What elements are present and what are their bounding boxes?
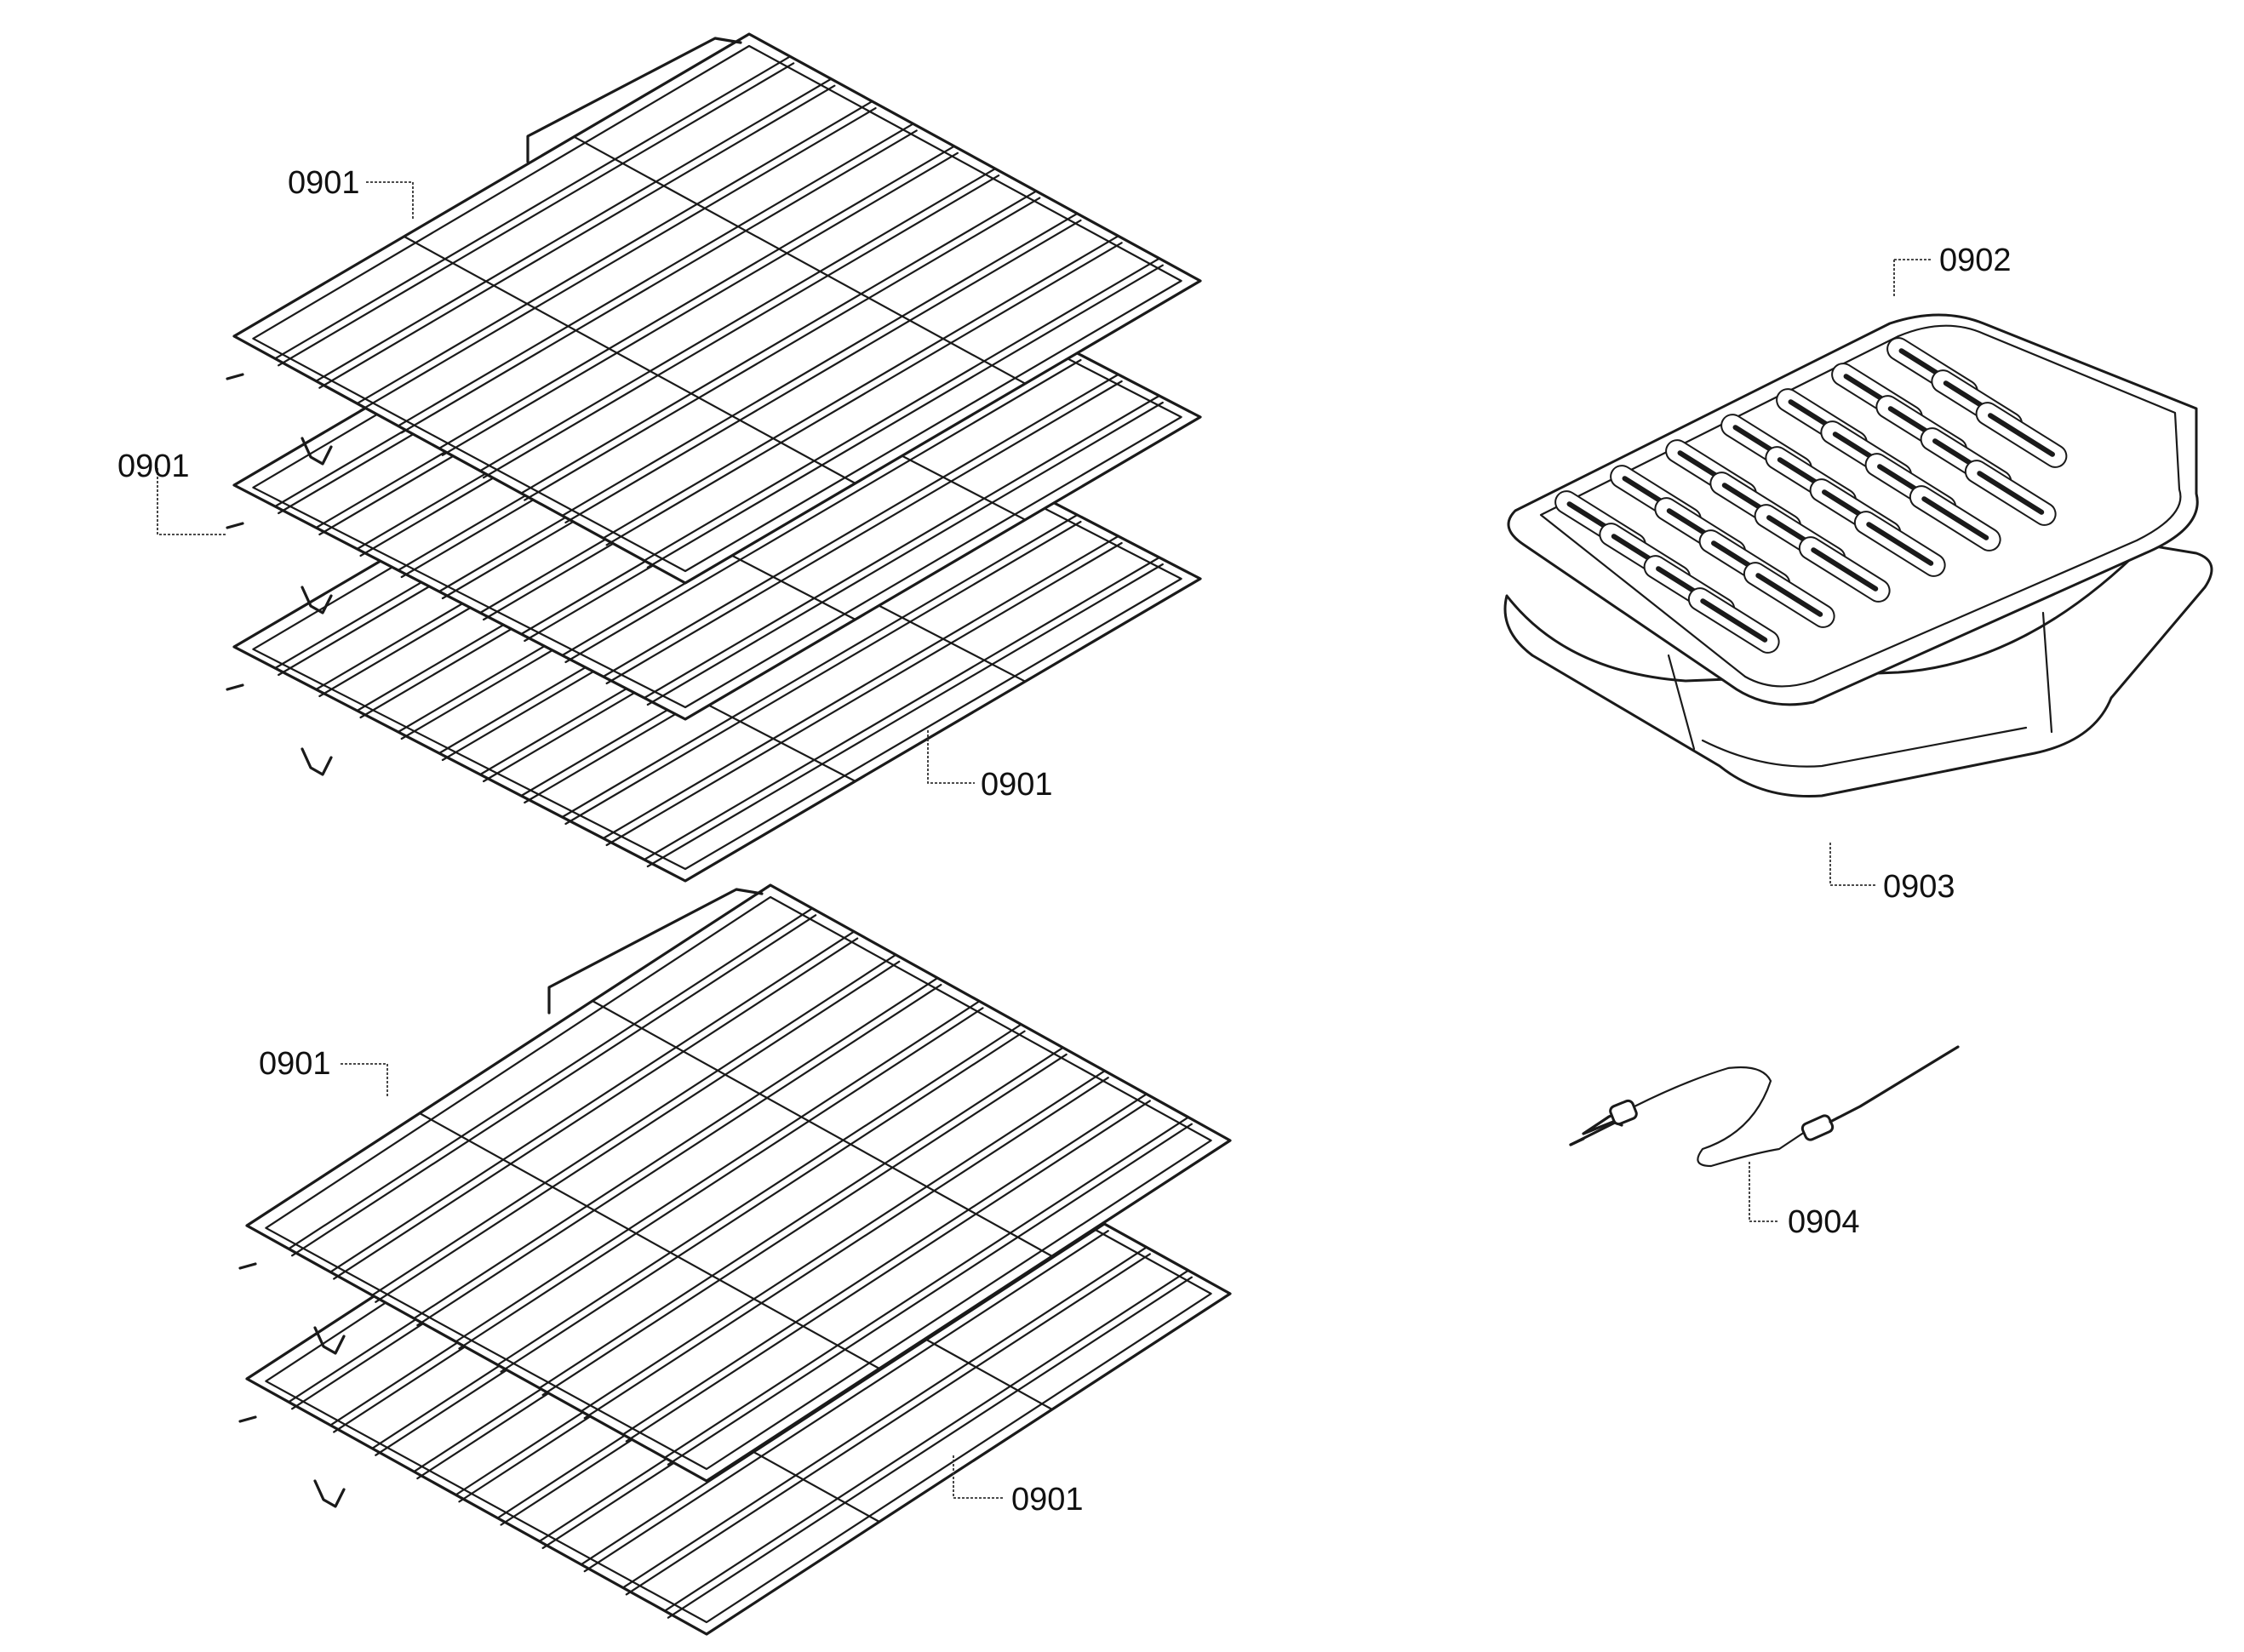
meat-probe xyxy=(1569,1045,1960,1168)
rack-bottom-2 xyxy=(238,883,1232,1483)
grid-slot xyxy=(1853,511,1946,577)
callout-0903: 0903 xyxy=(1883,869,1955,905)
callout-0904: 0904 xyxy=(1788,1204,1860,1240)
callout-0901-e: 0901 xyxy=(1011,1482,1084,1518)
callout-0901-b: 0901 xyxy=(117,449,190,484)
broiler-grid-slots xyxy=(1554,337,2068,654)
grid-slot xyxy=(1909,485,2001,552)
broiler-pan xyxy=(1503,543,2213,798)
grid-slot xyxy=(1975,402,2068,468)
callout-0901-d: 0901 xyxy=(259,1046,331,1082)
grid-slot xyxy=(1964,460,2057,526)
callout-0902: 0902 xyxy=(1939,243,2012,278)
oven-racks xyxy=(226,32,1232,1636)
broiler-pan-assembly xyxy=(1503,313,2213,798)
grid-slot xyxy=(1687,587,1780,654)
callout-labels: 0901 0901 0901 0901 0901 0902 0903 0904 xyxy=(117,165,2012,1518)
callout-leaders xyxy=(157,181,1931,1499)
grid-slot xyxy=(1743,562,1835,628)
grid-slot xyxy=(1798,536,1891,603)
rack-top-3 xyxy=(226,32,1202,585)
callout-0901-c: 0901 xyxy=(981,767,1053,803)
callout-0901-a: 0901 xyxy=(288,165,360,201)
